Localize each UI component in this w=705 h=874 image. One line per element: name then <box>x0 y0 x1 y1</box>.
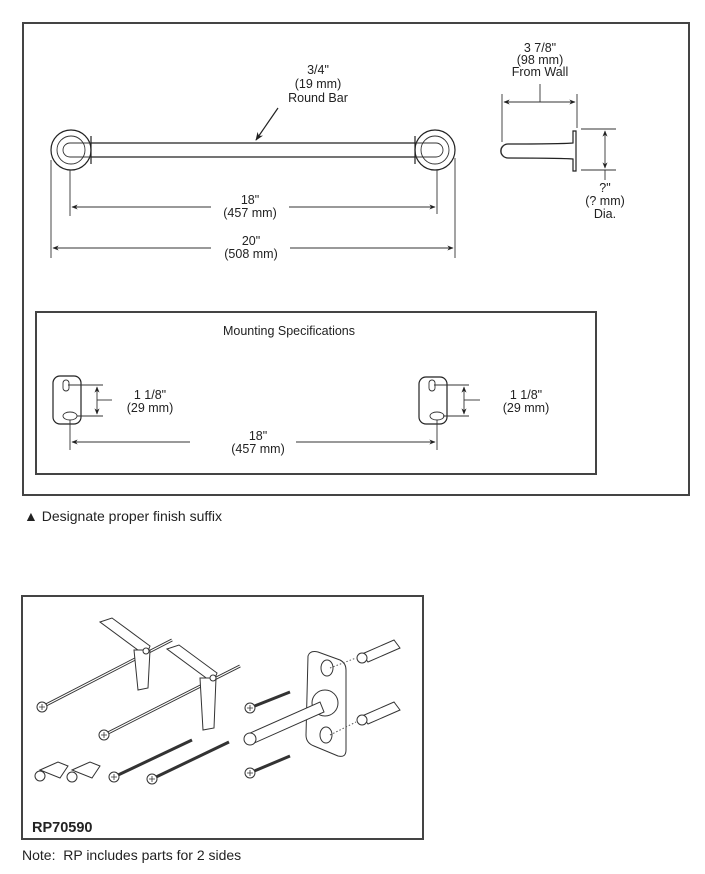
flange-dia-label: Dia. <box>594 207 616 221</box>
towel-bar-side-view <box>500 130 577 172</box>
left-mounting-plate <box>52 375 82 425</box>
right-hole-spacing-mm: (29 mm) <box>503 401 550 415</box>
part-number: RP70590 <box>32 820 92 836</box>
left-hole-spacing-in: 1 1/8" <box>134 388 166 402</box>
bar-label: Round Bar <box>288 91 348 105</box>
overall-width-mm: (508 mm) <box>224 247 277 261</box>
mounting-title: Mounting Specifications <box>223 324 355 338</box>
wall-anchor-icon <box>66 761 101 783</box>
mounting-specifications-box <box>35 311 597 475</box>
finish-note-text: Designate proper finish suffix <box>41 508 223 524</box>
parts-illustration <box>34 617 401 785</box>
mounting-center-in: 18" <box>249 429 267 443</box>
left-hole-spacing-mm: (29 mm) <box>127 401 174 415</box>
toggle-bolt-icon <box>98 644 241 741</box>
right-mounting-plate <box>418 376 448 425</box>
spec-frame <box>22 22 690 496</box>
overall-width-in: 20" <box>242 234 260 248</box>
screw-icon <box>146 740 230 785</box>
flange-dia-mm: (? mm) <box>585 194 625 208</box>
mounting-post-icon <box>243 651 347 757</box>
mounting-center-mm: (457 mm) <box>231 442 284 456</box>
screw-icon <box>244 754 291 779</box>
center-width-mm: (457 mm) <box>223 206 276 220</box>
toggle-bolt-icon <box>36 617 173 713</box>
wall-anchor-icon <box>34 761 69 782</box>
bar-leader-arrow <box>255 107 279 141</box>
triangle-icon: ▲ <box>24 508 38 524</box>
projection-mm: (98 mm) <box>517 53 564 67</box>
projection-label: From Wall <box>512 65 568 79</box>
right-hole-spacing-in: 1 1/8" <box>510 388 542 402</box>
bar-size: 3/4" <box>307 63 329 77</box>
screw-icon <box>244 690 291 714</box>
flange-dia-in: ?" <box>599 181 610 195</box>
plastic-anchor-icon <box>356 639 401 664</box>
parts-note: Note: RP includes parts for 2 sides <box>22 847 242 863</box>
replacement-parts-box <box>21 595 424 840</box>
plastic-anchor-icon <box>356 701 401 726</box>
towel-bar-front-view <box>50 107 456 171</box>
projection-in: 3 7/8" <box>524 41 556 55</box>
finish-note: ▲ Designate proper finish suffix <box>24 508 222 524</box>
bar-size-mm: (19 mm) <box>295 77 342 91</box>
screw-icon <box>108 738 193 783</box>
center-width-in: 18" <box>241 193 259 207</box>
